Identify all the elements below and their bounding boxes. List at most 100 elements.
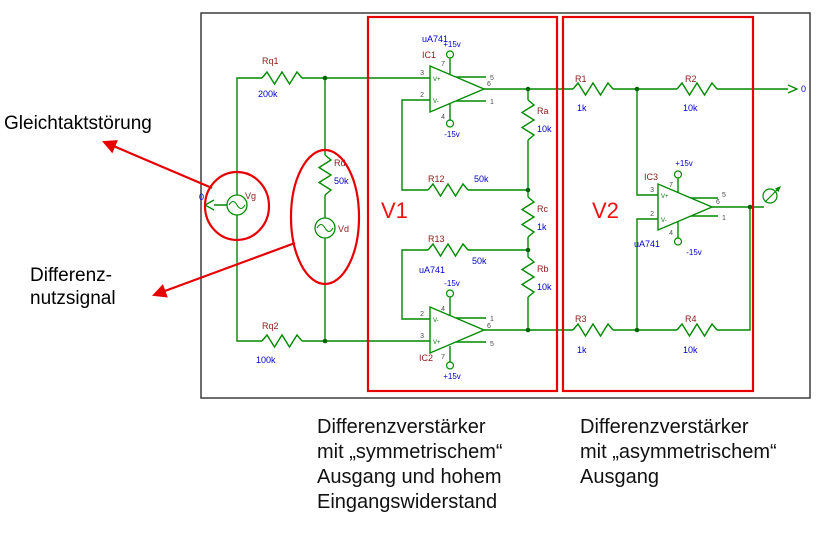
vd-source-symbol (314, 217, 336, 239)
r12-value: 50k (474, 174, 489, 184)
ic2-sign-bottom: V+ (433, 340, 441, 346)
ra-value: 10k (537, 124, 552, 134)
ic1-vplus-label: +15v (443, 40, 461, 49)
ic3-type: uA741 (634, 239, 660, 249)
ic1-pin2: 2 (420, 92, 424, 99)
rd-name: Rd (334, 158, 346, 168)
caption-v2-line3: Ausgang (580, 466, 659, 488)
rq1-value: 200k (258, 89, 278, 99)
r3-name: R3 (575, 314, 587, 324)
vg-sine-icon (228, 200, 246, 210)
ic3-vminus-terminal-icon (673, 237, 683, 246)
r2-value: 10k (683, 103, 698, 113)
ic1-pin4: 4 (441, 114, 445, 121)
caption-v1-line3: Ausgang und hohem (317, 466, 502, 488)
ic1-opamp-triangle (429, 64, 486, 114)
caption-v1-line2: mit „symmetrischem“ (317, 441, 503, 463)
caption-v2: Differenzverstärker mit „asymmetrischem“… (580, 415, 777, 490)
rc-name: Rc (537, 204, 548, 214)
ic2-vplus-terminal-icon (445, 361, 455, 370)
junction-dots (322, 75, 753, 344)
ic1-pin1: 1 (490, 99, 494, 106)
vd-sine-icon (316, 223, 334, 233)
red-highlights (102, 15, 755, 393)
ic1-vplus-terminal-icon (445, 50, 455, 59)
ic1-sign-bottom: V- (433, 99, 439, 105)
r13-value: 50k (472, 256, 487, 266)
rb-value: 10k (537, 282, 552, 292)
r4-value: 10k (683, 345, 698, 355)
pin-number-labels: 3 2 7 4 6 5 1 2 3 4 7 6 1 5 3 2 7 4 6 5 … (420, 61, 726, 361)
ic2-pin2: 2 (420, 311, 424, 318)
ic1-pin7: 7 (441, 61, 445, 68)
ic3-pin3: 3 (650, 187, 654, 194)
ic3-pin2: 2 (650, 211, 654, 218)
rb-name: Rb (537, 264, 549, 274)
ic3-pin1: 1 (722, 215, 726, 222)
ic2-name: IC2 (419, 353, 433, 363)
vg-name: Vg (245, 191, 256, 201)
ic3-vplus-terminal-icon (673, 170, 683, 179)
ic3-opamp-triangle (657, 182, 714, 232)
caption-v2-line1: Differenzverstärker (580, 416, 749, 438)
ic1-sign-top: V+ (433, 77, 441, 83)
opamp-symbols (429, 64, 714, 355)
ic3-pin4: 4 (669, 230, 673, 237)
r3-value: 1k (577, 345, 587, 355)
ic3-vminus-label: -15v (686, 248, 702, 257)
ic3-pin6: 6 (716, 199, 720, 206)
ic3-sign-top: V+ (661, 194, 669, 200)
probe-icon (762, 186, 781, 204)
v2-highlight-box (561, 15, 755, 393)
v2-stage-label: V2 (592, 198, 619, 223)
ic2-pin5: 5 (490, 341, 494, 348)
rc-value: 1k (537, 222, 547, 232)
ic3-pin5: 5 (722, 192, 726, 199)
r13-name: R13 (428, 234, 445, 244)
v1-stage-label: V1 (381, 198, 408, 223)
ic1-vminus-label: -15v (444, 130, 460, 139)
ic2-vminus-terminal-icon (445, 289, 455, 298)
ic2-pin4: 4 (441, 306, 445, 313)
junction-dot (747, 204, 753, 210)
ic3-name: IC3 (644, 172, 658, 182)
ic2-pin3: 3 (420, 333, 424, 340)
probe-circle (762, 188, 778, 204)
probe-arrowhead (775, 186, 781, 192)
ic1-pin3: 3 (420, 70, 424, 77)
ground-net-label-right: 0 (801, 84, 806, 94)
diff-signal-arrow (151, 241, 296, 298)
r2-name: R2 (685, 74, 697, 84)
r1-value: 1k (577, 103, 587, 113)
junction-dot (634, 327, 640, 333)
ic2-pin6: 6 (487, 323, 491, 330)
vd-highlight-ellipse (289, 148, 361, 286)
diff-signal-annotation: Differenz- nutzsignal (30, 264, 116, 310)
junction-dot (525, 86, 531, 92)
caption-v1-line1: Differenzverstärker (317, 416, 486, 438)
ic1-name: IC1 (422, 50, 436, 60)
vd-name: Vd (338, 224, 349, 234)
ic3-sign-bottom: V- (661, 218, 667, 224)
output-port-icon (787, 84, 799, 94)
junction-dot (322, 338, 328, 344)
common-mode-arrow (102, 140, 213, 190)
ic2-opamp-triangle (429, 305, 486, 355)
ic2-vminus-label: -15v (444, 279, 460, 288)
r12-name: R12 (428, 174, 445, 184)
ic2-vplus-label: +15v (443, 372, 461, 381)
ic2-pin1: 1 (490, 316, 494, 323)
input-sign-labels: V+ V- V- V+ V+ V- (433, 77, 669, 346)
junction-dot (525, 187, 531, 193)
ra-name: Ra (537, 106, 549, 116)
ic2-sign-top: V- (433, 318, 439, 324)
vg-source-symbol (226, 194, 248, 216)
ic1-type: uA741 (422, 34, 448, 44)
caption-v2-line2: mit „asymmetrischem“ (580, 441, 777, 463)
ic3-vplus-label: +15v (675, 159, 693, 168)
vg-highlight-ellipse (203, 170, 271, 242)
ic1-vminus-terminal-icon (445, 119, 455, 128)
r1-name: R1 (575, 74, 587, 84)
power-terminals (445, 50, 683, 370)
ic1-pin6: 6 (487, 81, 491, 88)
